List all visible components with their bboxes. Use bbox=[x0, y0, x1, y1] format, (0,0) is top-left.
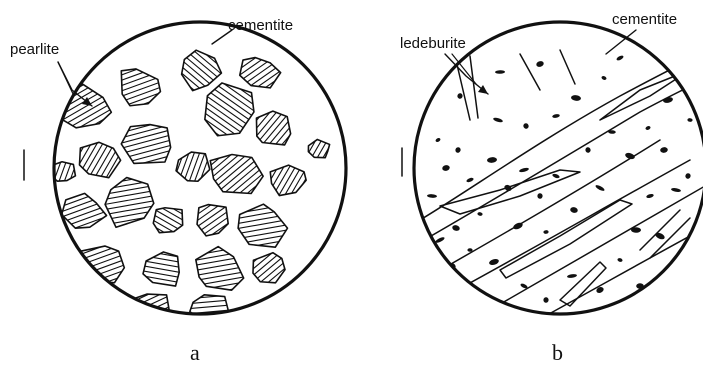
ledeburite-dot bbox=[537, 193, 542, 199]
pearlite-grain bbox=[205, 83, 254, 136]
ledeburite-dot bbox=[442, 164, 451, 171]
ledeburite-dot bbox=[684, 172, 691, 179]
pearlite-lamellae bbox=[154, 24, 246, 115]
ledeburite-dot bbox=[543, 297, 549, 303]
ledeburite-dot bbox=[631, 227, 641, 233]
ledeburite-dot bbox=[452, 224, 461, 232]
ledeburite-dot bbox=[646, 193, 654, 199]
ledeburite-dot bbox=[477, 212, 483, 217]
ledeburite-dot bbox=[571, 95, 582, 102]
pearlite-lamellae bbox=[252, 142, 324, 217]
ledeburite-dot bbox=[645, 125, 651, 130]
cementite-plates bbox=[420, 50, 703, 330]
pearlite-lamellae bbox=[216, 31, 300, 113]
caption-b: b bbox=[552, 340, 563, 365]
ledeburite-dot bbox=[663, 96, 674, 103]
ledeburite-dot bbox=[467, 248, 472, 252]
ledeburite-dot bbox=[660, 147, 668, 153]
ledeburite-dot bbox=[552, 173, 560, 179]
ledeburite-dot bbox=[493, 117, 504, 123]
ledeburite-dot bbox=[595, 184, 606, 192]
ledeburite-dot bbox=[601, 75, 607, 80]
ledeburite-dot bbox=[616, 55, 624, 62]
label-cementite-a: cementite bbox=[228, 17, 293, 34]
pearlite-lamellae bbox=[100, 96, 198, 185]
ledeburite-dot bbox=[552, 114, 560, 119]
ledeburite-dot bbox=[466, 177, 474, 183]
ledeburite-dot bbox=[487, 157, 497, 163]
ledeburite-dot bbox=[495, 70, 505, 74]
pearlite-lamellae bbox=[155, 128, 229, 207]
pearlite-lamellae bbox=[232, 230, 308, 305]
ledeburite-dot bbox=[455, 146, 462, 153]
ledeburite-dot bbox=[488, 258, 499, 266]
ledeburite-dot bbox=[617, 257, 623, 262]
ledeburite-dot bbox=[671, 187, 681, 192]
pearlite-leader-line-2 bbox=[58, 62, 74, 96]
ledeburite-dot bbox=[687, 118, 693, 122]
pearlite-lamellae bbox=[294, 125, 339, 173]
pearlite-lamellae bbox=[171, 52, 287, 165]
ledeburite-dot bbox=[427, 194, 437, 198]
ledeburite-dot bbox=[570, 207, 579, 214]
ledeburite-dot bbox=[654, 231, 665, 240]
ledeburite-dot bbox=[435, 137, 441, 143]
panel-b: ledeburite cementite b bbox=[400, 11, 703, 365]
ledeburite-dot bbox=[535, 60, 544, 68]
label-pearlite: pearlite bbox=[10, 41, 59, 58]
ledeburite-dot bbox=[585, 147, 591, 154]
ledeburite-dot bbox=[507, 307, 513, 313]
panel-a: pearlite cementite a bbox=[10, 17, 346, 365]
label-ledeburite: ledeburite bbox=[400, 35, 466, 52]
ledeburite-dot bbox=[543, 230, 549, 234]
ledeburite-dot bbox=[522, 122, 529, 129]
ledeburite-dot bbox=[457, 93, 463, 100]
ledeburite-dot bbox=[567, 274, 577, 279]
pearlite-lamellae bbox=[36, 144, 84, 198]
pearlite-lamellae bbox=[50, 216, 152, 310]
ledeburite-dot bbox=[582, 316, 590, 321]
pearlite-grains bbox=[32, 24, 339, 346]
label-cementite-b: cementite bbox=[612, 11, 677, 28]
caption-a: a bbox=[190, 340, 200, 365]
ledeburite-dot bbox=[519, 167, 530, 173]
